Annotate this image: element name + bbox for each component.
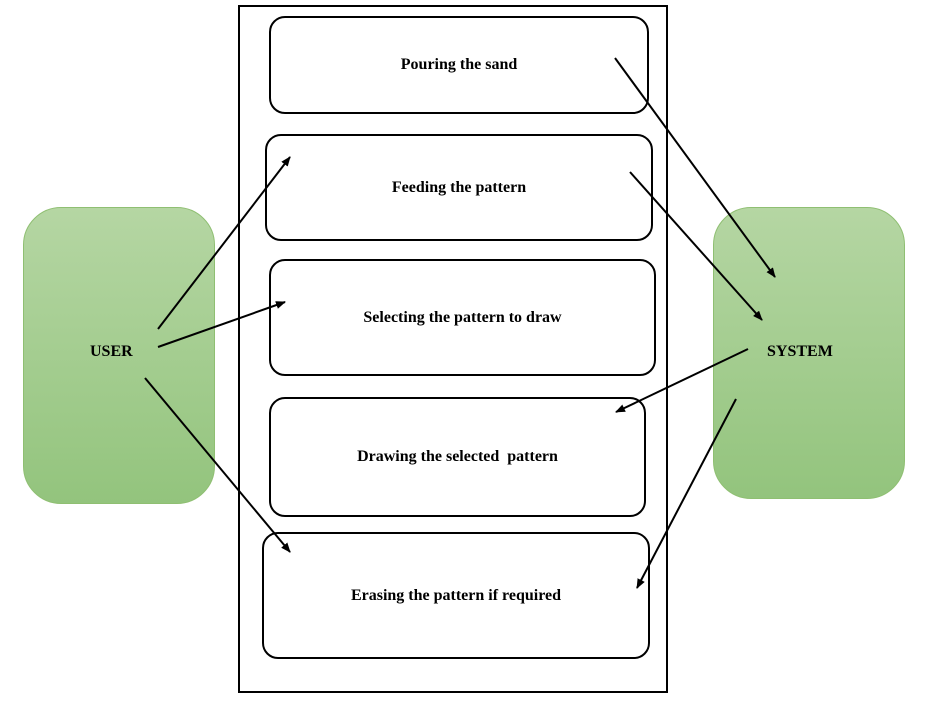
usecase-feeding-pattern: Feeding the pattern: [265, 134, 653, 241]
usecase-label: Pouring the sand: [400, 56, 518, 73]
usecase-pouring-sand: Pouring the sand: [269, 16, 649, 114]
usecase-label: Feeding the pattern: [391, 178, 527, 196]
usecase-label: Selecting the pattern to draw: [363, 308, 562, 326]
usecase-label: Drawing the selected pattern: [357, 448, 558, 465]
usecase-drawing-pattern: Drawing the selected pattern: [269, 397, 646, 517]
usecase-label: Erasing the pattern if required: [350, 586, 562, 604]
usecase-selecting-pattern: Selecting the pattern to draw: [269, 259, 656, 376]
user-actor-label: USER: [90, 343, 133, 360]
usecase-erasing-pattern: Erasing the pattern if required: [262, 532, 650, 659]
system-actor-label: SYSTEM: [767, 343, 833, 360]
